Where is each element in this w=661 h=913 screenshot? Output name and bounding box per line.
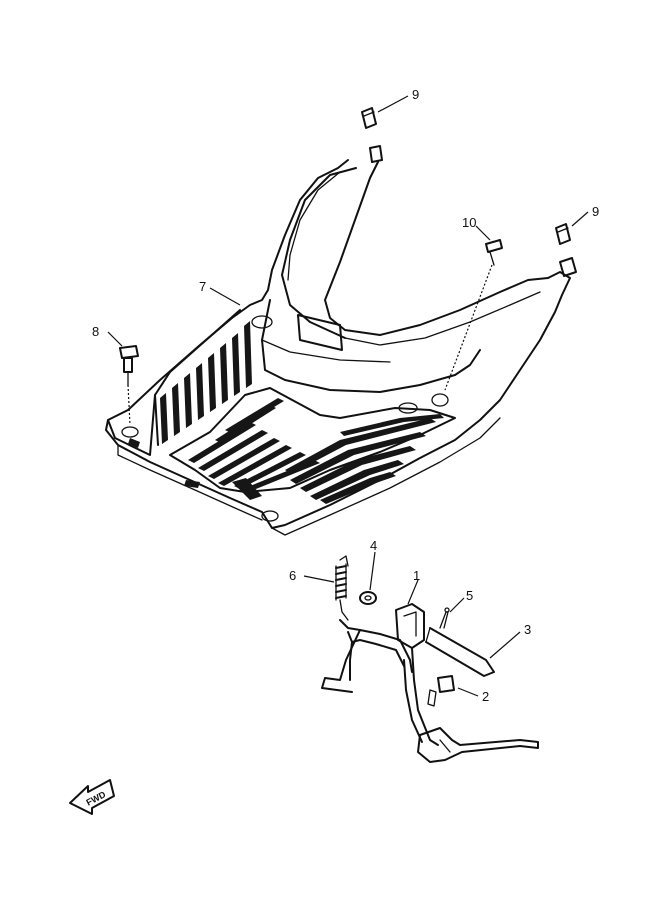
spring-6: [335, 555, 349, 621]
callout-6: 6: [289, 568, 296, 583]
cotter-pin-5: [439, 607, 450, 629]
callout-10: 10: [462, 215, 476, 230]
callout-9-upper: 9: [412, 87, 419, 102]
callout-2: 2: [482, 689, 489, 704]
callout-8: 8: [92, 324, 99, 339]
screw-10: [444, 239, 503, 391]
callout-leaders: [107, 95, 589, 697]
bolt-8: [119, 345, 139, 426]
floor-panel: [105, 159, 571, 536]
callout-labels: 1 2 3 4 5 6 7 8 9 9 10: [92, 87, 599, 704]
main-stand: [321, 603, 539, 763]
collar-2: [427, 675, 455, 707]
callout-1: 1: [413, 568, 420, 583]
callout-4: 4: [370, 538, 377, 553]
callout-9-right: 9: [592, 204, 599, 219]
clip-right: [555, 223, 577, 277]
callout-7: 7: [199, 279, 206, 294]
fwd-direction-badge: FWD: [69, 779, 115, 815]
floor-ribs-left: [160, 321, 252, 444]
floor-ribs-right: [285, 414, 444, 504]
washer-4: [359, 591, 377, 605]
shaft-3: [425, 627, 495, 677]
callout-5: 5: [466, 588, 473, 603]
floor-edge-marks: [128, 438, 262, 500]
callout-3: 3: [524, 622, 531, 637]
clip-left-upper: [361, 107, 383, 163]
